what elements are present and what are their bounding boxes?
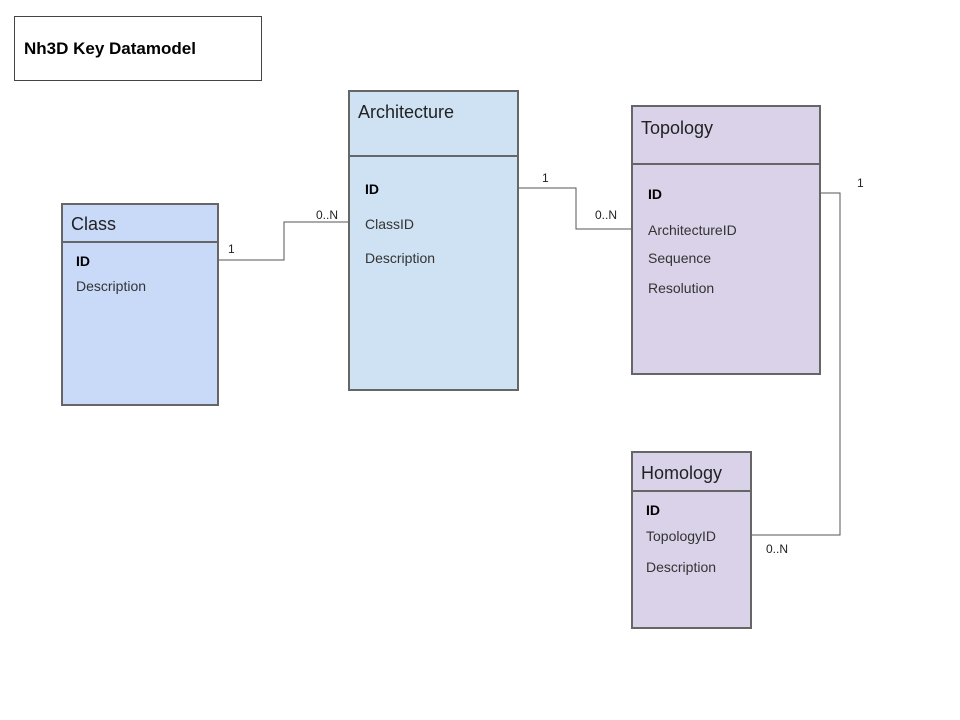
homology-field-description: Description bbox=[646, 559, 717, 575]
multiplicity-architecture-many: 0..N bbox=[316, 208, 339, 222]
entity-homology: Homology ID TopologyID Description bbox=[631, 451, 752, 629]
entity-class-header: Class bbox=[63, 205, 217, 243]
architecture-field-id: ID bbox=[365, 181, 379, 197]
multiplicity-architecture-one: 1 bbox=[542, 171, 549, 185]
connector-architecture-topology bbox=[513, 187, 640, 230]
topology-field-id: ID bbox=[648, 186, 662, 202]
topology-field-architectureid: ArchitectureID bbox=[648, 222, 737, 238]
entity-class-name: Class bbox=[71, 214, 117, 234]
topology-field-sequence: Sequence bbox=[648, 250, 712, 266]
entity-architecture-name: Architecture bbox=[358, 102, 455, 122]
architecture-field-description: Description bbox=[365, 250, 436, 266]
homology-field-id: ID bbox=[646, 502, 660, 518]
entity-topology-header: Topology bbox=[633, 107, 819, 165]
entity-architecture: Architecture ID ClassID Description bbox=[348, 90, 519, 391]
multiplicity-topology-one: 1 bbox=[857, 176, 864, 190]
multiplicity-class-one: 1 bbox=[228, 242, 235, 256]
connector-topology-homology bbox=[746, 192, 841, 536]
class-field-description: Description bbox=[76, 278, 147, 294]
entity-homology-header: Homology bbox=[633, 453, 750, 492]
class-field-id: ID bbox=[76, 253, 90, 269]
diagram-title-box: Nh3D Key Datamodel bbox=[14, 16, 262, 81]
homology-field-topologyid: TopologyID bbox=[646, 528, 717, 544]
topology-field-resolution: Resolution bbox=[648, 280, 715, 296]
entity-topology-name: Topology bbox=[641, 118, 714, 138]
multiplicity-homology-many: 0..N bbox=[766, 542, 789, 556]
multiplicity-topology-many: 0..N bbox=[595, 208, 618, 222]
entity-architecture-header: Architecture bbox=[350, 92, 517, 157]
entity-topology: Topology ID ArchitectureID Sequence Reso… bbox=[631, 105, 821, 375]
entity-homology-name: Homology bbox=[641, 463, 723, 483]
diagram-title: Nh3D Key Datamodel bbox=[24, 39, 196, 58]
connector-class-architecture bbox=[214, 221, 355, 261]
architecture-field-classid: ClassID bbox=[365, 216, 415, 232]
entity-class: Class ID Description bbox=[61, 203, 219, 406]
